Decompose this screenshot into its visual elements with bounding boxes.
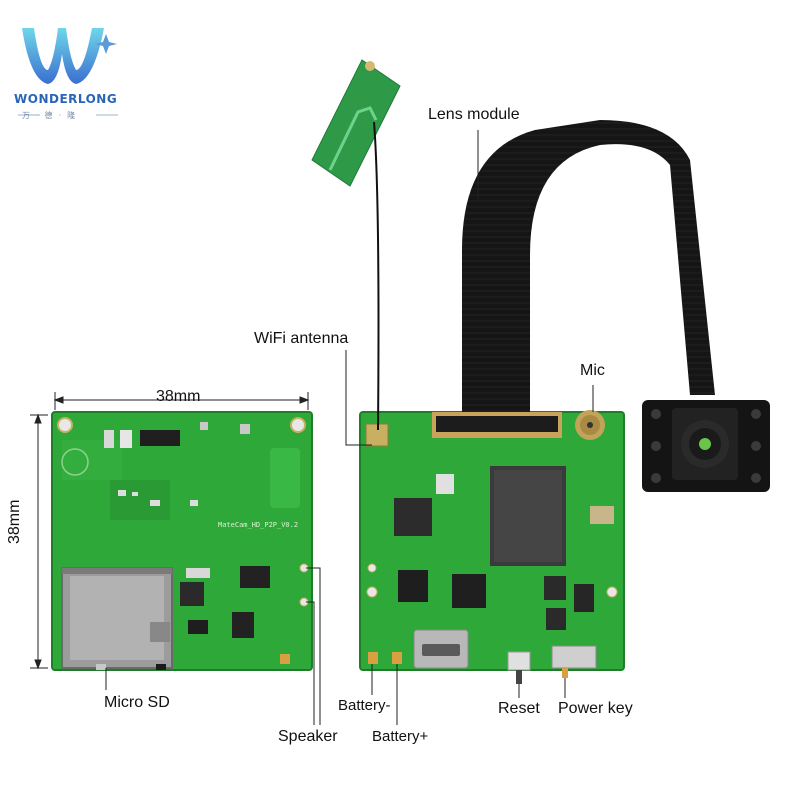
wifi-antenna-label: WiFi antenna [254, 330, 349, 347]
reset-label: Reset [498, 700, 540, 717]
microphone [575, 410, 605, 440]
board-silkscreen: MateCam_HD_P2P_V0.2 [218, 521, 298, 529]
battery-plus-label: Battery+ [372, 728, 429, 745]
wifi-antenna [311, 59, 401, 431]
battery-minus-label: Battery- [338, 697, 391, 714]
mic-label: Mic [580, 362, 605, 379]
width-dimension-label: 38mm [156, 388, 201, 405]
micro-sd-slot [61, 567, 173, 669]
power-key-label: Power key [558, 700, 633, 717]
speaker-label: Speaker [278, 728, 338, 745]
lens-module [642, 400, 770, 492]
height-dimension-label: 38mm [6, 499, 23, 544]
brand-subtitle: 万·德·隆 [22, 111, 82, 120]
lens-module-label: Lens module [428, 106, 520, 123]
annotation-lines [30, 130, 594, 725]
micro-sd-label: Micro SD [104, 694, 170, 711]
left-pcb-board: MateCam_HD_P2P_V0.2 [51, 411, 313, 671]
brand-logo [18, 28, 118, 116]
lens-ribbon-cable [462, 120, 715, 412]
brand-name: WONDERLONG [14, 92, 118, 106]
right-pcb-board [359, 411, 625, 684]
